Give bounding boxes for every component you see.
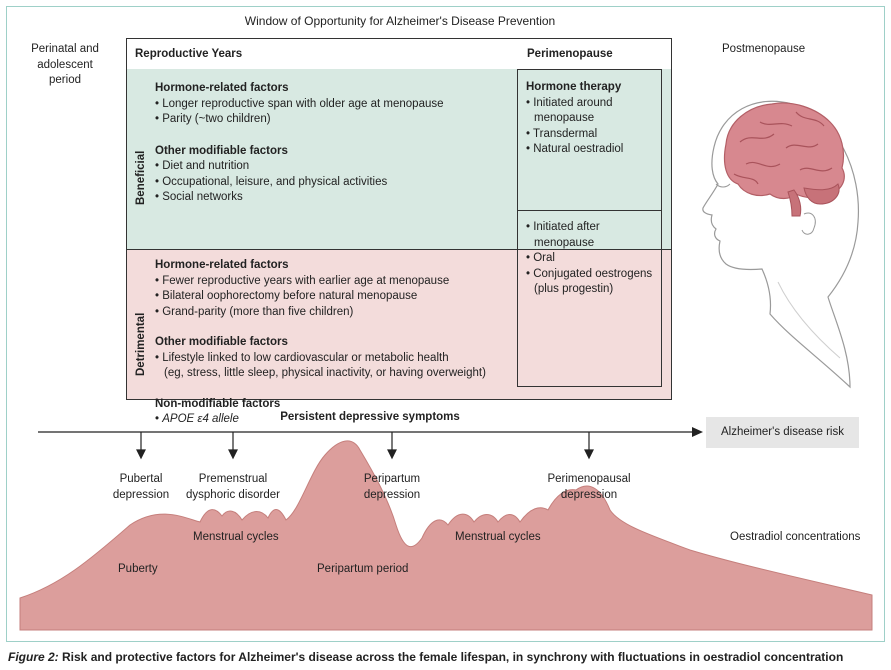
- brainstem: [787, 189, 802, 217]
- beneficial-other-item: • Occupational, leisure, and physical ac…: [155, 175, 388, 188]
- beneficial-other-item: • Social networks: [155, 191, 243, 203]
- col-reproductive-years: Reproductive Years: [135, 48, 243, 60]
- detrimental-hormone-item: • Fewer reproductive years with earlier …: [155, 274, 450, 287]
- label-puberty: Puberty: [118, 563, 158, 575]
- therapy-item: • Oral: [526, 252, 555, 264]
- detrimental-therapy: • Initiated after menopause • Oral • Con…: [526, 220, 660, 298]
- eye-closed: [715, 183, 731, 188]
- therapy-item: • Transdermal: [526, 127, 598, 140]
- event-pmdd: Premenstrual dysphoric disorder: [186, 473, 280, 501]
- detrimental-nonmod-item: • APOE ε4 allele: [155, 413, 239, 425]
- brain-folds: [733, 111, 833, 185]
- label-menstrual-cycles-1: Menstrual cycles: [193, 531, 279, 543]
- event-pubertal-depression: Pubertal depression: [112, 473, 170, 501]
- label-menstrual-cycles-2: Menstrual cycles: [455, 531, 541, 543]
- detrimental-other-item: (eg, stress, little sleep, physical inac…: [164, 367, 486, 379]
- stage-postmenopause: Postmenopause: [722, 43, 806, 55]
- detrimental-other-heading: Other modifiable factors: [155, 336, 288, 348]
- therapy-item: • Natural oestradiol: [526, 143, 624, 155]
- perimenopause-divider: [517, 210, 662, 211]
- beneficial-section: Beneficial Hormone-related factors • Lon…: [127, 69, 671, 250]
- detrimental-hormone-heading: Hormone-related factors: [155, 259, 289, 271]
- therapy-item: • Conjugated oestrogens: [526, 267, 653, 280]
- therapy-heading: Hormone therapy: [526, 81, 622, 93]
- beneficial-other-item: • Diet and nutrition: [155, 160, 250, 172]
- detrimental-reproductive: Hormone-related factors • Fewer reproduc…: [155, 258, 525, 428]
- ear: [801, 212, 816, 235]
- detrimental-section: Detrimental Hormone-related factors • Fe…: [127, 250, 671, 425]
- caption-figure-number: Figure 2:: [8, 650, 59, 664]
- beneficial-therapy: Hormone therapy • Initiated around menop…: [526, 80, 658, 158]
- figure-title: Window of Opportunity for Alzheimer's Di…: [244, 14, 556, 28]
- figure-frame: [6, 6, 885, 642]
- detrimental-hormone-item: • Bilateral oophorectomy before natural …: [155, 290, 418, 302]
- beneficial-reproductive: Hormone-related factors • Longer reprodu…: [155, 81, 515, 206]
- stage-perinatal: Perinatal and adolescent period: [31, 43, 99, 86]
- head-illustration: [702, 100, 860, 389]
- alzheimers-risk-label: Alzheimer's disease risk: [721, 426, 844, 438]
- therapy-item: menopause: [534, 112, 595, 124]
- detrimental-hormone-item: • Grand-parity (more than five children): [155, 305, 354, 318]
- beneficial-hormone-item: • Parity (~two children): [155, 113, 271, 125]
- detrimental-nonmod-heading: Non-modifiable factors: [155, 397, 281, 410]
- label-peripartum-period: Peripartum period: [317, 563, 409, 575]
- beneficial-other-heading: Other modifiable factors: [155, 144, 288, 157]
- oestradiol-area: [19, 440, 873, 631]
- alzheimers-risk-box: [706, 417, 859, 448]
- factors-table: Reproductive Years Perimenopause Benefic…: [126, 38, 672, 425]
- caption-text: Risk and protective factors for Alzheime…: [58, 650, 844, 664]
- label-oestradiol-concentrations: Oestradiol concentrations: [730, 531, 861, 543]
- detrimental-other-item: • Lifestyle linked to low cardiovascular…: [155, 351, 449, 364]
- therapy-item: (plus progestin): [534, 283, 614, 295]
- beneficial-hormone-heading: Hormone-related factors: [155, 82, 289, 94]
- event-perimenopausal-depression: Perimenopausal depression: [547, 473, 631, 501]
- neck-line: [777, 281, 841, 359]
- figure-caption: Figure 2: Risk and protective factors fo…: [8, 650, 843, 664]
- persistent-label: Persistent depressive symptoms: [280, 411, 460, 423]
- col-perimenopause: Perimenopause: [527, 48, 613, 60]
- therapy-item: • Initiated around: [526, 96, 613, 109]
- perimenopause-box: [517, 69, 662, 387]
- beneficial-hormone-item: • Longer reproductive span with older ag…: [155, 97, 444, 110]
- event-peripartum-depression: Peripartum depression: [363, 473, 421, 501]
- apoe-allele: APOE ε4 allele: [162, 413, 239, 425]
- cerebellum: [803, 183, 840, 205]
- therapy-item: • Initiated after: [526, 221, 600, 233]
- therapy-item: menopause: [534, 236, 595, 249]
